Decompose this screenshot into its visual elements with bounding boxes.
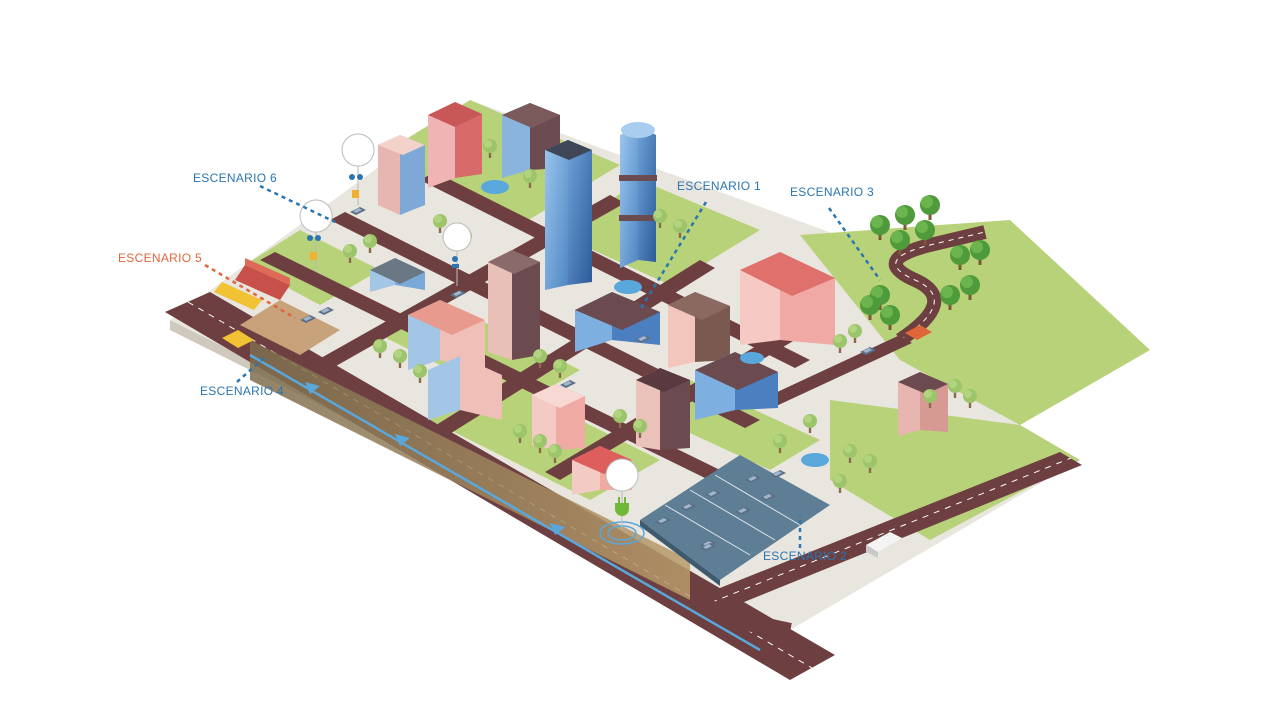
scenario-label-2[interactable]: ESCENARIO 2 <box>763 549 847 563</box>
underground-section <box>249 340 761 652</box>
callout-lines <box>204 184 882 548</box>
person-marker-icon[interactable] <box>442 222 472 287</box>
bus-parking <box>214 258 340 355</box>
people-marker-icon[interactable] <box>299 199 333 273</box>
scenario-label-6[interactable]: ESCENARIO 6 <box>193 171 277 185</box>
scenario-label-1[interactable]: ESCENARIO 1 <box>677 179 761 193</box>
scenario-label-3[interactable]: ESCENARIO 3 <box>790 185 874 199</box>
ev-parking-lot <box>640 455 830 586</box>
people-marker-icon[interactable] <box>341 133 375 207</box>
park-elements <box>343 139 990 493</box>
scenario-label-4[interactable]: ESCENARIO 4 <box>200 384 284 398</box>
ev-charger-marker-icon[interactable] <box>599 458 645 545</box>
vehicles <box>222 207 932 551</box>
scenario-label-5[interactable]: ESCENARIO 5 <box>118 251 202 265</box>
